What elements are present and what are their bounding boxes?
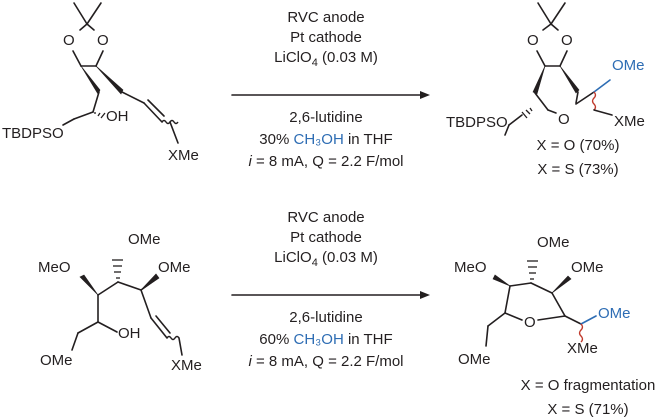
sm2-oh-label: OH (118, 325, 141, 342)
reaction-1: O O OH TBDPSO XM (2, 2, 645, 178)
pr2-ome-right-label: OMe (571, 259, 604, 276)
condition-anode-1: RVC anode (287, 9, 364, 26)
condition-base-1: 2,6-lutidine (289, 109, 362, 126)
condition-current-1: i = 8 mA, Q = 2.2 F/mol (248, 153, 403, 170)
arrowhead-1 (420, 91, 430, 99)
condition-base-2: 2,6-lutidine (289, 309, 362, 326)
pr1-acetonide-o-right: O (561, 32, 573, 49)
condition-anode-2: RVC anode (287, 209, 364, 226)
sm2-ome-bottom-label: OMe (40, 352, 73, 369)
sm2-meo-left-label: MeO (38, 259, 71, 276)
pr1-ch2-hash (521, 107, 533, 119)
product-1: O O O TBDPSO OMe (446, 2, 645, 178)
condition-cathode-1: Pt cathode (290, 29, 362, 46)
sm2-xme-label: XMe (171, 357, 202, 374)
arrowhead-2 (420, 291, 430, 299)
condition-electrolyte-1: LiClO4 (0.03 M) (274, 49, 378, 69)
sm1-acetonide-o-right: O (97, 32, 109, 49)
sm2-ome-top-hash (112, 259, 123, 279)
yield-2a: X = O fragmentation (521, 377, 656, 394)
sm1-tbdpso-label: TBDPSO (2, 125, 64, 142)
pr1-ome-label: OMe (612, 57, 645, 74)
pr1-ring-o-label: O (558, 111, 570, 128)
reaction-2: OMe MeO OMe OH OMe (38, 209, 655, 418)
condition-solvent-2: 60% CH₃OH in THF (259, 331, 392, 348)
yield-2b: X = S (71%) (547, 401, 628, 418)
pr1-xme-label: XMe (614, 113, 645, 130)
starting-material-1: O O OH TBDPSO XM (2, 2, 199, 164)
pr2-ome-bottom-label: OMe (458, 351, 491, 368)
condition-electrolyte-2: LiClO4 (0.03 M) (274, 249, 378, 269)
sm1-oh-label: OH (106, 108, 129, 125)
pr1-acetonide-o-left: O (527, 32, 539, 49)
sm1-acetonide-o-left: O (63, 32, 75, 49)
pr2-ome-top-hash (527, 260, 538, 280)
pr1-tbdpso-label: TBDPSO (446, 114, 508, 131)
sm1-oh-hash (94, 112, 106, 119)
pr2-ome-blue-label: OMe (598, 305, 631, 322)
condition-current-2: i = 8 mA, Q = 2.2 F/mol (248, 353, 403, 370)
product-2: OMe MeO OMe O OMe (454, 234, 655, 418)
pr2-ring-o-label: O (524, 314, 536, 331)
sm1-xme-label: XMe (168, 147, 199, 164)
pr2-ome-top-label: OMe (537, 234, 570, 251)
pr2-xme-label: XMe (567, 340, 598, 357)
condition-solvent-1: 30% CH₃OH in THF (259, 131, 392, 148)
yield-1b: X = S (73%) (537, 161, 618, 178)
starting-material-2: OMe MeO OMe OH OMe (38, 231, 202, 374)
sm2-ome-top-label: OMe (128, 231, 161, 248)
pr2-meo-left-label: MeO (454, 259, 487, 276)
conditions-2: RVC anode Pt cathode LiClO4 (0.03 M) 2,6… (231, 209, 430, 370)
yield-1a: X = O (70%) (537, 137, 620, 154)
conditions-1: RVC anode Pt cathode LiClO4 (0.03 M) 2,6… (231, 9, 430, 170)
sm2-ome-right-label: OMe (158, 259, 191, 276)
condition-cathode-2: Pt cathode (290, 229, 362, 246)
